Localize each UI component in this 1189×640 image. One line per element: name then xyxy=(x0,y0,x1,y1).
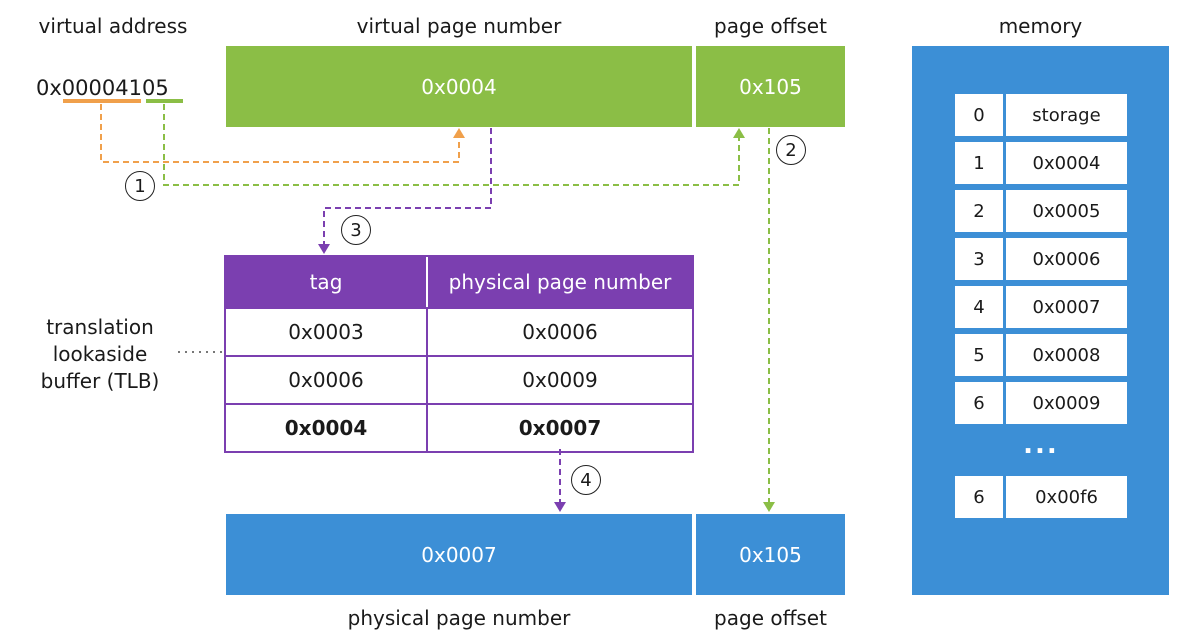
purple-arrowhead-tlb xyxy=(318,244,330,254)
memory-value: 0x0005 xyxy=(1006,190,1127,232)
memory-index: 3 xyxy=(955,238,1003,280)
memory-row: 6 0x0009 xyxy=(955,382,1127,424)
memory-value: 0x00f6 xyxy=(1006,476,1127,518)
memory-index: 2 xyxy=(955,190,1003,232)
orange-arrowhead xyxy=(453,128,465,138)
memory-value: 0x0009 xyxy=(1006,382,1127,424)
tlb-label-line1: translation xyxy=(46,315,154,339)
virtual-page-number-value: 0x0004 xyxy=(421,74,497,99)
memory-label: memory xyxy=(998,14,1083,38)
tlb-label-line2: lookaside xyxy=(52,342,148,366)
physical-page-number-label: physical page number xyxy=(347,606,571,630)
memory-value: 0x0007 xyxy=(1006,286,1127,328)
memory-row: 0 storage xyxy=(955,94,1127,136)
tlb-ppn-cell: 0x0009 xyxy=(522,368,598,392)
page-offset-bottom-label: page offset xyxy=(714,606,827,630)
purple-arrowhead-physical xyxy=(554,502,566,512)
tlb-row: 0x0003 0x0006 xyxy=(226,307,692,355)
tlb-row: 0x0006 0x0009 xyxy=(226,355,692,403)
tlb-row-hit: 0x0004 0x0007 xyxy=(226,403,692,451)
orange-dashed-arrow xyxy=(100,104,460,163)
address-offset-part: 105 xyxy=(128,76,169,100)
tlb-header-tag: tag xyxy=(226,257,428,307)
step-2-circle: 2 xyxy=(776,135,806,165)
memory-index: 1 xyxy=(955,142,1003,184)
memory-index: 5 xyxy=(955,334,1003,376)
tlb-ppn-cell: 0x0006 xyxy=(522,320,598,344)
memory-row-last: 6 0x00f6 xyxy=(955,476,1127,518)
memory-value: storage xyxy=(1006,94,1127,136)
physical-page-offset-value: 0x105 xyxy=(739,542,802,567)
virtual-address-value: 0x00004105 xyxy=(36,76,169,100)
memory-row: 2 0x0005 xyxy=(955,190,1127,232)
memory-index: 0 xyxy=(955,94,1003,136)
tlb-ppn-cell-hit: 0x0007 xyxy=(518,416,602,440)
purple-dashed-arrow-to-tlb xyxy=(323,128,492,246)
green-dashed-arrow xyxy=(163,104,740,186)
tlb-tag-cell-hit: 0x0004 xyxy=(226,405,428,451)
tlb-header-ppn: physical page number xyxy=(448,270,672,294)
tlb-tag-cell: 0x0003 xyxy=(226,309,428,355)
physical-page-number-box: 0x0007 xyxy=(226,514,692,595)
memory-value: 0x0004 xyxy=(1006,142,1127,184)
tlb-tag-cell: 0x0006 xyxy=(226,357,428,403)
address-prefix: 0x xyxy=(36,76,62,100)
step-4-circle: 4 xyxy=(571,465,601,495)
memory-index: 6 xyxy=(955,476,1003,518)
memory-ellipsis: ... xyxy=(1023,430,1059,460)
step-1-circle: 1 xyxy=(125,171,155,201)
green-arrowhead xyxy=(733,128,745,138)
step-3-circle: 3 xyxy=(341,215,371,245)
memory-block: 0 storage 1 0x0004 2 0x0005 3 0x0006 4 0… xyxy=(912,46,1169,595)
tlb-label: translation lookaside buffer (TLB) xyxy=(20,314,180,395)
memory-value: 0x0006 xyxy=(1006,238,1127,280)
memory-value: 0x0008 xyxy=(1006,334,1127,376)
virtual-page-offset-value: 0x105 xyxy=(739,74,802,99)
virtual-page-number-label: virtual page number xyxy=(356,14,562,38)
tlb-table: tag physical page number 0x0003 0x0006 0… xyxy=(224,255,694,453)
memory-row: 4 0x0007 xyxy=(955,286,1127,328)
tlb-header-row: tag physical page number xyxy=(226,257,692,307)
address-vpn-part: 00004 xyxy=(61,76,129,100)
physical-page-offset-box: 0x105 xyxy=(696,514,845,595)
virtual-page-number-box: 0x0004 xyxy=(226,46,692,127)
virtual-page-offset-box: 0x105 xyxy=(696,46,845,127)
memory-index: 6 xyxy=(955,382,1003,424)
virtual-address-label: virtual address xyxy=(38,14,188,38)
memory-index: 4 xyxy=(955,286,1003,328)
tlb-label-line3: buffer (TLB) xyxy=(40,369,160,393)
green-arrowhead-offset xyxy=(763,502,775,512)
memory-row: 3 0x0006 xyxy=(955,238,1127,280)
physical-page-number-value: 0x0007 xyxy=(421,542,497,567)
page-offset-top-label: page offset xyxy=(714,14,827,38)
memory-row: 1 0x0004 xyxy=(955,142,1127,184)
memory-row: 5 0x0008 xyxy=(955,334,1127,376)
